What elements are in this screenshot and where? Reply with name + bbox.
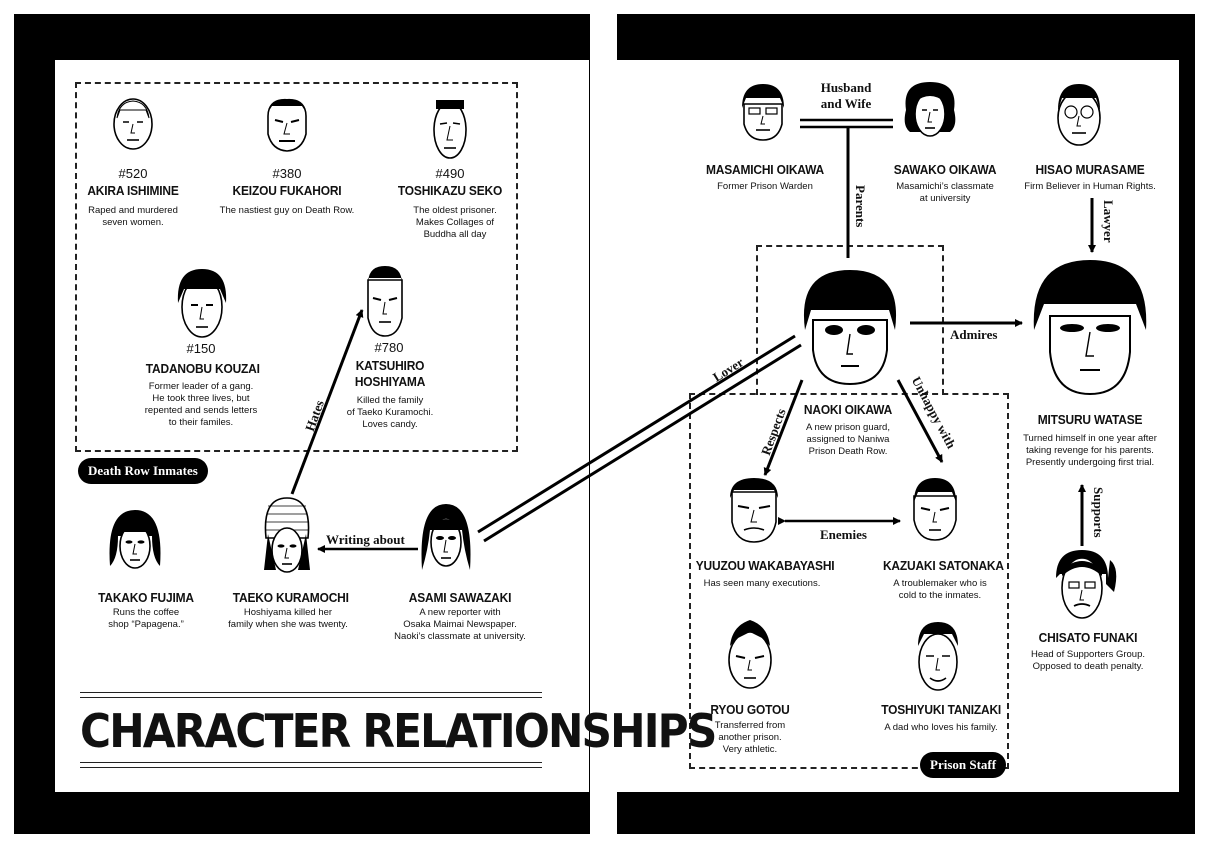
asami-face-icon (421, 504, 471, 570)
prison-staff-label: Prison Staff (920, 752, 1007, 778)
keizou-face-icon (267, 98, 307, 152)
sawako-face-icon (904, 82, 956, 137)
taeko-face-icon (264, 497, 310, 573)
asami-desc: A new reporter with Osaka Maimai Newspap… (394, 607, 526, 642)
naoki-name: NAOKI OIKAWA (803, 402, 893, 417)
sawako-name: SAWAKO OIKAWA (893, 162, 997, 177)
hisao-desc: Firm Believer in Human Rights. (1024, 181, 1156, 192)
tadanobu-desc: Former leader of a gang. He took three l… (144, 381, 258, 428)
naoki-box (756, 245, 944, 395)
akira-name: AKIRA ISHIMINE (87, 183, 179, 198)
title-rule-top-2 (80, 697, 542, 698)
ryou-desc: Transferred from another prison. Very at… (714, 720, 786, 755)
respects-arrow (763, 379, 804, 476)
admires-label: Admires (950, 327, 998, 342)
akira-desc: Raped and murdered seven women. (88, 205, 178, 228)
taeko-name: TAEKO KURAMOCHI (232, 590, 349, 605)
keizou-desc: The nastiest guy on Death Row. (219, 205, 355, 216)
prison-staff-box (689, 393, 1009, 769)
writing-about-label: Writing about (326, 532, 405, 547)
parents-label: Parents (853, 185, 868, 228)
lawyer-label: Lawyer (1101, 200, 1116, 243)
right-page (617, 60, 1179, 792)
unhappy-with-arrow (896, 379, 944, 463)
sawako-desc: Masamichi’s classmate at university (896, 181, 994, 204)
takako-name: TAKAKO FUJIMA (98, 590, 194, 605)
chisato-name: CHISATO FUNAKI (1038, 630, 1138, 645)
lover-line (477, 334, 796, 534)
death-row-box (75, 82, 518, 452)
tadanobu-number: #150 (186, 341, 216, 356)
toshikazu-desc: The oldest prisoner. Makes Collages of B… (413, 205, 497, 240)
toshiyuki-desc: A dad who loves his family. (884, 722, 998, 733)
taeko-desc: Hoshiyama killed her family when she was… (228, 607, 348, 630)
tadanobu-name: TADANOBU KOUZAI (145, 361, 260, 376)
ryou-name: RYOU GOTOU (710, 702, 790, 717)
mitsuru-name: MITSURU WATASE (1037, 412, 1143, 427)
akira-face-icon (113, 98, 153, 150)
masamichi-desc: Former Prison Warden (717, 181, 813, 192)
kazuaki-name: KAZUAKI SATONAKA (882, 558, 1004, 573)
akira-number: #520 (118, 166, 148, 181)
hisao-name: HISAO MURASAME (1035, 162, 1145, 177)
enemies-label: Enemies (820, 527, 867, 542)
mitsuru-desc: Turned himself in one year after taking … (1023, 433, 1157, 468)
keizou-name: KEIZOU FUKAHORI (232, 183, 342, 198)
mitsuru-face-icon (1033, 260, 1147, 396)
takako-desc: Runs the coffee shop “Papagena.” (108, 607, 184, 630)
masamichi-face-icon (742, 84, 784, 141)
chisato-desc: Head of Supporters Group. Opposed to dea… (1030, 649, 1146, 672)
left-page (55, 60, 589, 792)
husband-wife-label: Husband and Wife (820, 80, 872, 111)
takako-face-icon (109, 510, 161, 569)
title-rule-bottom-1 (80, 762, 542, 763)
kazuaki-desc: A troublemaker who is cold to the inmate… (893, 578, 987, 601)
katsuhiro-number: #780 (374, 340, 404, 355)
naoki-face-icon (803, 270, 897, 386)
katsuhiro-desc: Killed the family of Taeko Kuramochi. Lo… (346, 395, 434, 430)
hisao-face-icon (1057, 84, 1101, 146)
chisato-face-icon (1056, 550, 1117, 619)
supports-label: Supports (1091, 487, 1106, 538)
toshikazu-name: TOSHIKAZU SEKO (397, 183, 503, 198)
tadanobu-face-icon (177, 269, 227, 338)
toshiyuki-face-icon (918, 622, 958, 691)
toshiyuki-name: TOSHIYUKI TANIZAKI (881, 702, 1002, 717)
keizou-number: #380 (272, 166, 302, 181)
masamichi-name: MASAMICHI OIKAWA (706, 162, 824, 177)
title-rule-bottom-2 (80, 767, 542, 768)
kazuaki-face-icon (913, 478, 957, 541)
yuuzou-desc: Has seen many executions. (703, 578, 821, 589)
katsuhiro-name: KATSUHIRO HOSHIYAMA (354, 358, 426, 389)
yuuzou-name: YUUZOU WAKABAYASHI (695, 558, 835, 573)
title-rule-top-1 (80, 692, 542, 693)
toshikazu-number: #490 (435, 166, 465, 181)
page-title: CHARACTER RELATIONSHIPS (80, 704, 717, 758)
asami-name: ASAMI SAWAZAKI (408, 590, 512, 605)
katsuhiro-face-icon (367, 266, 403, 337)
toshikazu-face-icon (433, 100, 467, 159)
hates-arrow (290, 309, 364, 495)
yuuzou-face-icon (730, 478, 778, 543)
ryou-face-icon (728, 620, 772, 689)
naoki-desc: A new prison guard, assigned to Naniwa P… (806, 422, 890, 457)
death-row-label: Death Row Inmates (78, 458, 208, 484)
